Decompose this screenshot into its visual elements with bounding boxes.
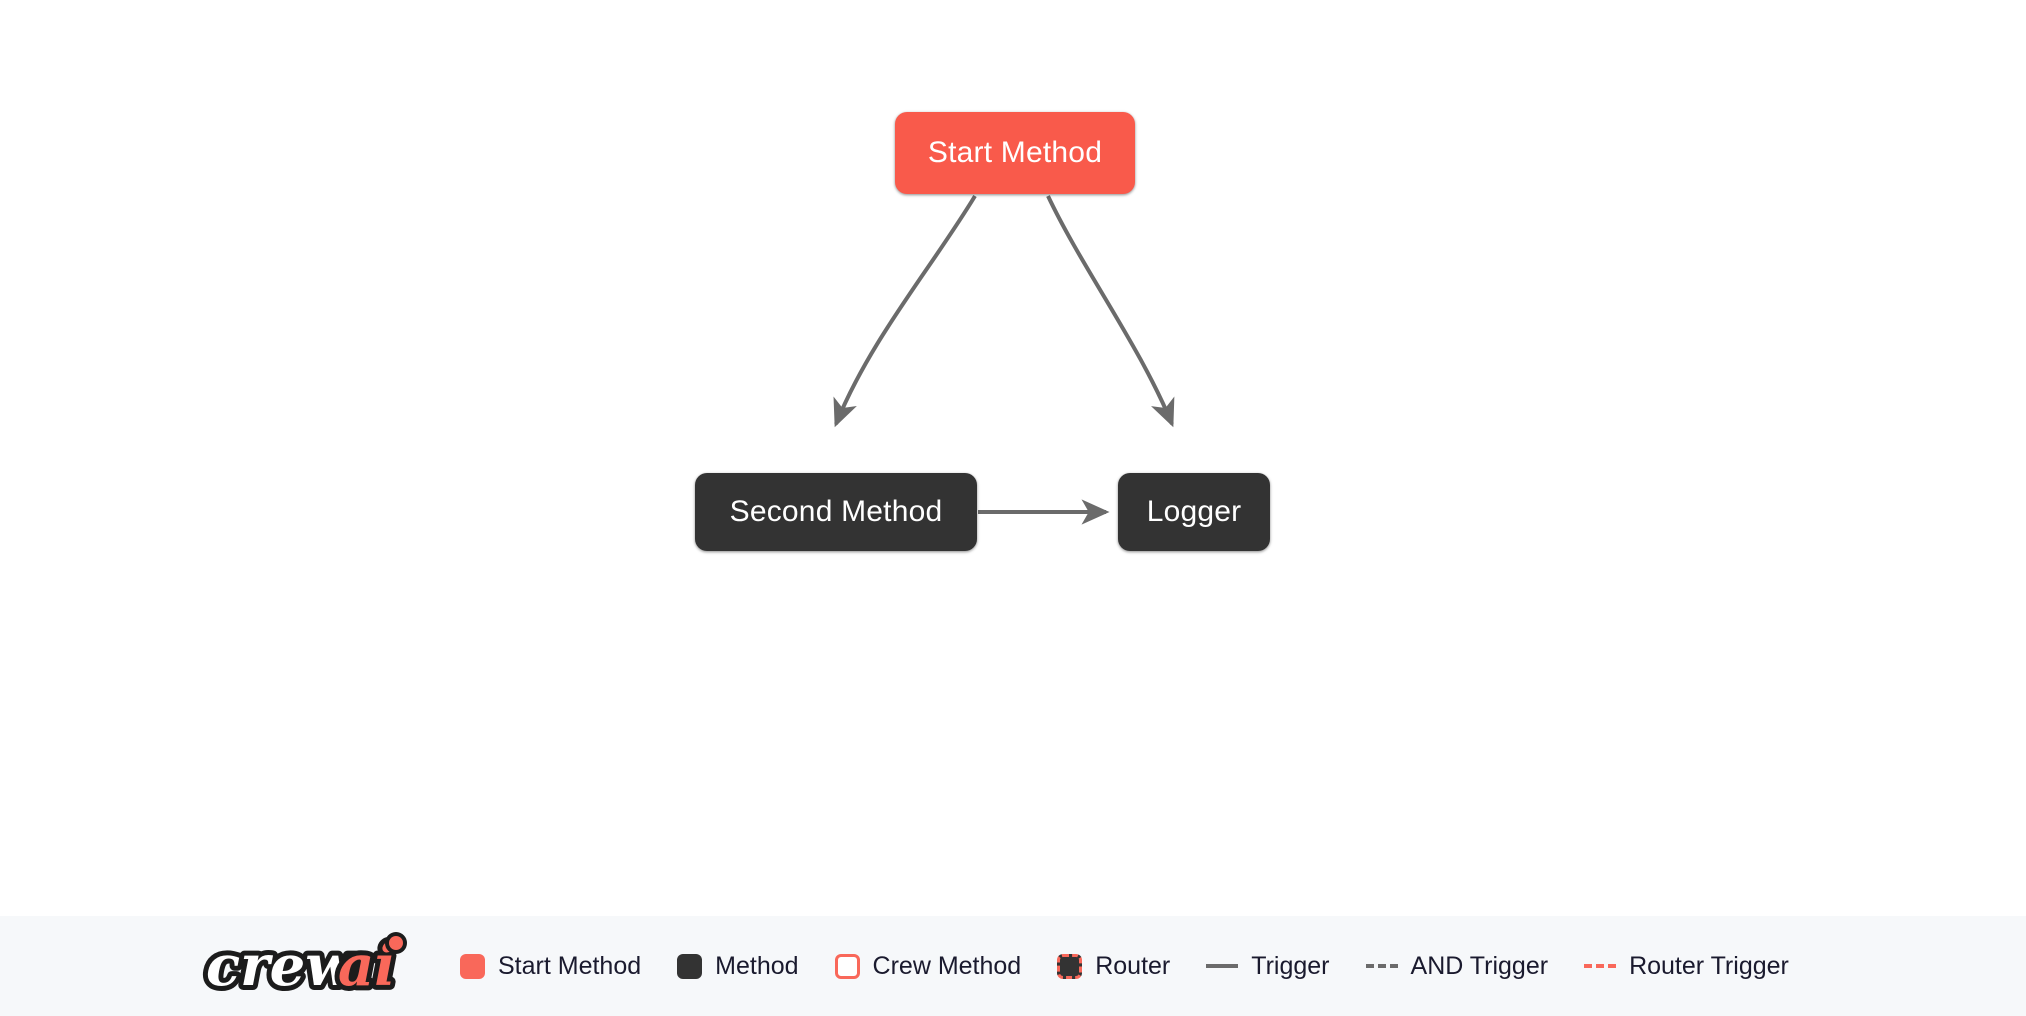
legend-item-method: Method [677, 951, 799, 980]
legend-label: Start Method [498, 951, 642, 980]
legend-bar: crew crew ai ai Start Method Method Crew… [0, 916, 2026, 1016]
flow-node-second-method[interactable]: Second Method [695, 473, 977, 551]
flow-node-logger[interactable]: Logger [1118, 473, 1270, 551]
legend-items: Start Method Method Crew Method Router T… [460, 951, 1789, 980]
legend-item-and-trigger: AND Trigger [1365, 951, 1549, 980]
legend-item-router-trigger: Router Trigger [1584, 951, 1789, 980]
legend-item-trigger: Trigger [1206, 951, 1330, 980]
svg-text:crew: crew [206, 933, 355, 999]
crewai-logo: crew crew ai ai [201, 928, 407, 1004]
legend-item-crew-method: Crew Method [834, 951, 1022, 980]
flow-node-label: Start Method [927, 136, 1103, 169]
legend-label: Router Trigger [1629, 951, 1789, 980]
legend-label: AND Trigger [1410, 951, 1549, 980]
and-trigger-line-icon [1365, 964, 1398, 968]
edge-start-to-second [833, 194, 977, 428]
legend-item-router: Router [1057, 951, 1171, 980]
start-method-swatch-icon [460, 953, 485, 979]
method-swatch-icon [677, 953, 703, 979]
flow-canvas[interactable]: Start Method Second Method Logger [0, 0, 2026, 916]
edge-start-to-logger [1046, 195, 1175, 428]
flow-node-label: Second Method [729, 495, 943, 528]
flow-node-start-method[interactable]: Start Method [895, 112, 1135, 194]
router-swatch-icon [1057, 953, 1083, 979]
router-trigger-line-icon [1584, 964, 1617, 968]
crew-method-swatch-icon [834, 953, 860, 979]
trigger-line-icon [1206, 964, 1239, 968]
legend-label: Crew Method [872, 951, 1022, 980]
legend-label: Trigger [1251, 951, 1330, 980]
flow-node-label: Logger [1146, 495, 1242, 528]
legend-label: Router [1095, 951, 1171, 980]
legend-label: Method [715, 951, 799, 980]
svg-text:crew: crew [206, 933, 355, 999]
legend-item-start-method: Start Method [460, 951, 642, 980]
